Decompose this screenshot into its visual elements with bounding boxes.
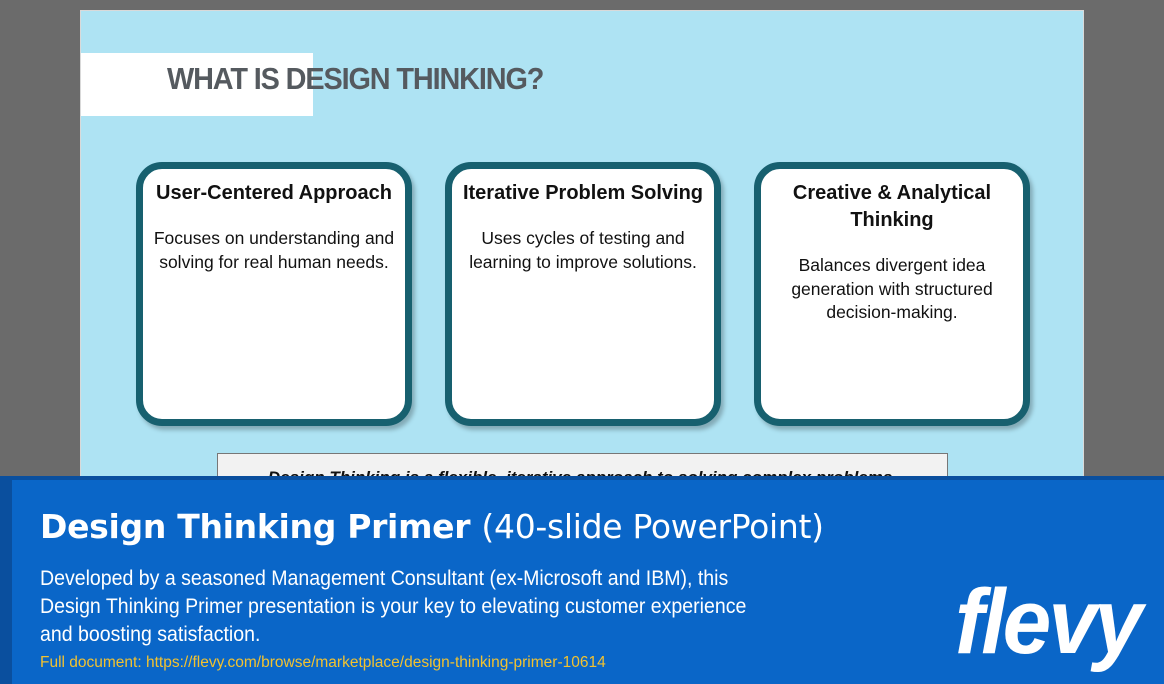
slide: WHAT IS DESIGN THINKING? User-Centered A… [80, 10, 1084, 530]
card-title: User-Centered Approach [156, 182, 392, 204]
slide-title: WHAT IS DESIGN THINKING? [167, 61, 544, 96]
card-body: Balances divergent idea generation with … [791, 255, 993, 322]
card-title: Creative & Analytical Thinking [792, 182, 992, 231]
promo-banner: Design Thinking Primer (40-slide PowerPo… [0, 476, 1164, 684]
full-document-link[interactable]: Full document: https://flevy.com/browse/… [40, 654, 606, 671]
banner-edge [0, 480, 12, 684]
flevy-logo: flevy [955, 571, 1143, 673]
banner-title-sub: (40-slide PowerPoint) [481, 507, 824, 546]
banner-title-main: Design Thinking Primer [40, 507, 471, 546]
banner-description: Developed by a seasoned Management Consu… [40, 567, 747, 646]
card-body: Focuses on understanding and solving for… [153, 228, 395, 272]
card-user-centered: User-Centered Approach Focuses on unders… [136, 162, 412, 426]
banner-title: Design Thinking Primer (40-slide PowerPo… [40, 507, 824, 546]
card-title: Iterative Problem Solving [462, 182, 704, 204]
title-accent-bar [81, 53, 313, 116]
card-iterative: Iterative Problem Solving Uses cycles of… [445, 162, 721, 426]
card-creative-analytical: Creative & Analytical Thinking Balances … [754, 162, 1030, 426]
card-body: Uses cycles of testing and learning to i… [469, 228, 697, 272]
